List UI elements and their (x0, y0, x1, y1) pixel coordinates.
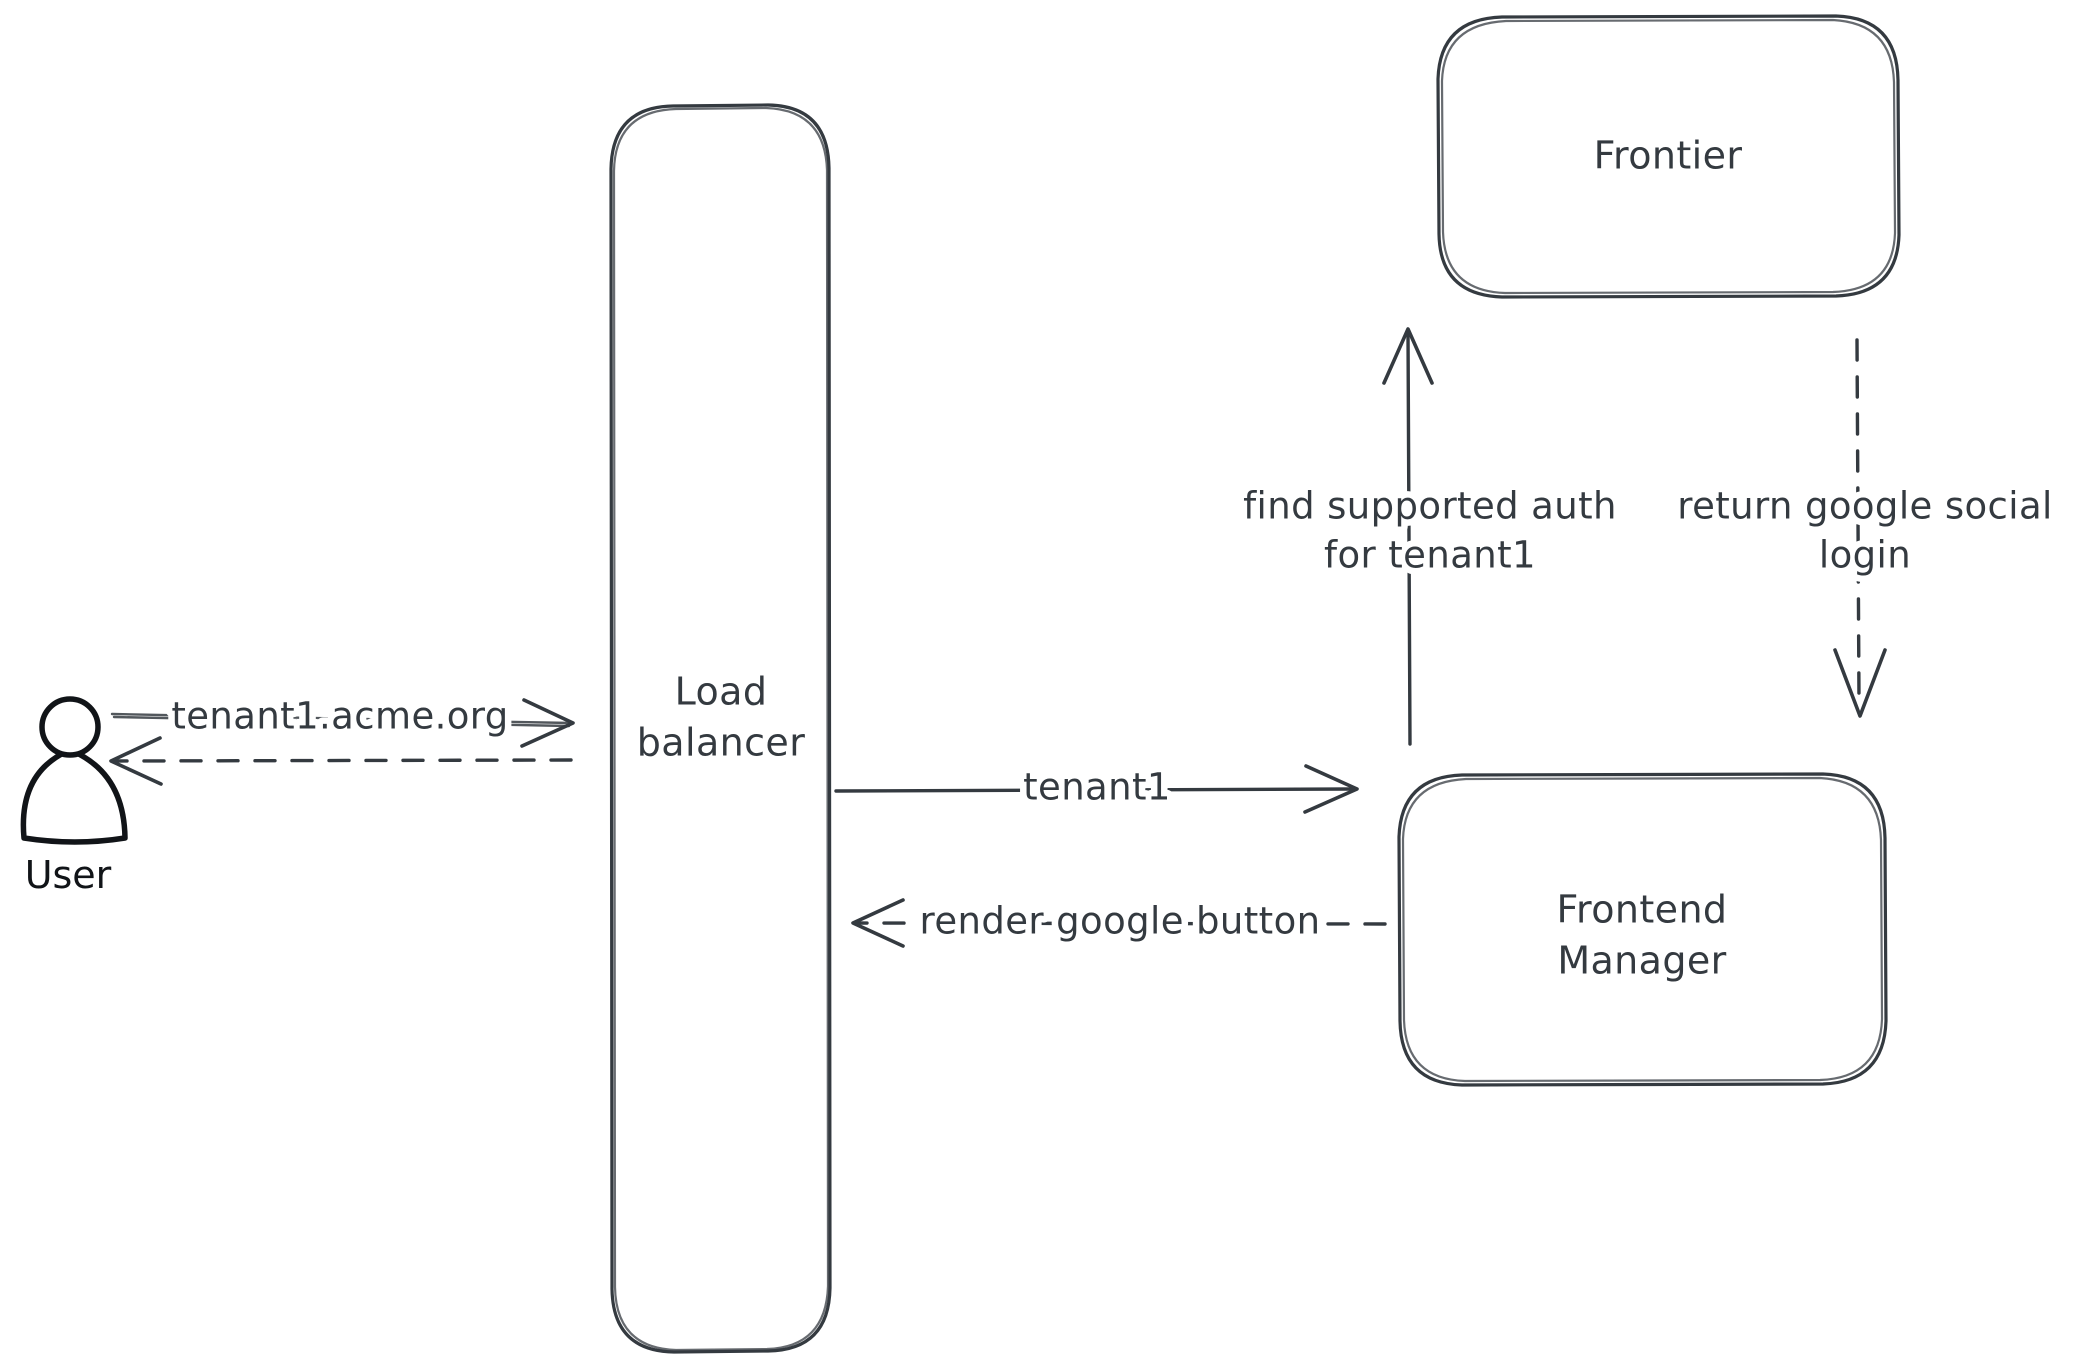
edge-frontier-to-frontend-manager[interactable]: return google social login (1671, 338, 2059, 718)
edge-label-return-google-social-line1: return google social (1677, 485, 2052, 528)
edge-frontend-manager-to-frontier[interactable]: find supported auth for tenant1 (1237, 327, 1623, 746)
edge-label-find-supported-auth-line1: find supported auth (1243, 485, 1617, 528)
user-label: User (25, 853, 112, 897)
load-balancer-label-line1: Load (675, 670, 768, 714)
frontend-manager-label-line2: Manager (1557, 939, 1726, 983)
node-load-balancer[interactable]: Load balancer (609, 103, 832, 1354)
edge-label-find-supported-auth-line2: for tenant1 (1324, 534, 1536, 577)
edge-label-tenant1: tenant1 (1023, 766, 1171, 809)
edge-label-render-google-button: render google button (920, 900, 1321, 943)
frontend-manager-label-line1: Frontend (1557, 888, 1728, 932)
node-user[interactable]: User (20, 696, 128, 897)
edge-load-balancer-to-user[interactable] (109, 736, 573, 786)
edge-label-tenant1-acme-org: tenant1.acme.org (171, 695, 508, 738)
node-frontier[interactable]: Frontier (1436, 14, 1901, 299)
edge-user-to-load-balancer[interactable]: tenant1.acme.org (110, 688, 575, 748)
load-balancer-label-line2: balancer (637, 721, 805, 765)
edge-label-return-google-social-line2: login (1819, 534, 1911, 577)
frontier-label: Frontier (1594, 134, 1743, 178)
edge-load-balancer-to-frontend-manager[interactable]: tenant1 (834, 759, 1359, 815)
edge-frontend-manager-to-load-balancer[interactable]: render google button (851, 893, 1387, 949)
node-frontend-manager[interactable]: Frontend Manager (1397, 772, 1888, 1087)
